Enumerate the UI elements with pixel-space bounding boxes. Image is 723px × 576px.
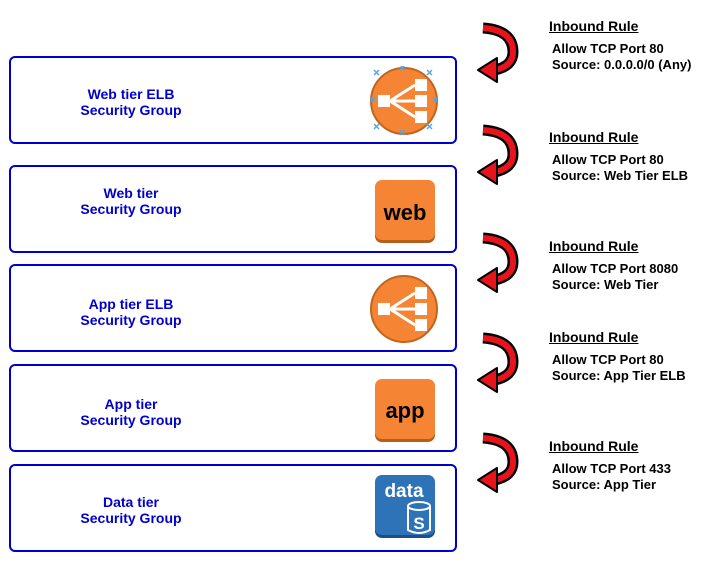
inbound-rule-app-elb: Inbound Rule Allow TCP Port 8080 Source:… [549,238,678,293]
rule-port: Allow TCP Port 80 [552,152,664,167]
rule-port: Allow TCP Port 8080 [552,261,679,276]
tier-name: Web tier ELB [87,86,175,102]
rule-title: Inbound Rule [549,329,639,345]
load-balancer-icon [369,66,439,136]
tier-name: App tier ELB [88,296,174,312]
tier-box-data: Data tier Security Group data S [9,464,457,552]
curved-arrow-icon [475,232,521,296]
tier-label-data: Data tier Security Group [41,494,221,526]
tier-label-web: Web tier Security Group [41,185,221,217]
tier-name: App tier [104,396,158,412]
web-server-icon: web [373,179,437,245]
app-icon-text: app [385,398,424,423]
inbound-rule-web-elb: Inbound Rule Allow TCP Port 80 Source: 0… [549,18,691,73]
rule-port: Allow TCP Port 80 [552,41,664,56]
inbound-rule-data: Inbound Rule Allow TCP Port 433 Source: … [549,438,671,493]
tier-box-app-elb: App tier ELB Security Group [9,264,457,352]
tier-subtitle: Security Group [80,201,182,217]
web-icon-text: web [383,200,427,225]
rule-source: Source: App Tier [552,477,657,492]
rule-source: Source: App Tier ELB [552,368,686,383]
tier-label-app-elb: App tier ELB Security Group [41,296,221,328]
tier-name: Data tier [102,494,160,510]
tier-box-web: Web tier Security Group web [9,165,457,253]
tier-subtitle: Security Group [80,510,182,526]
tier-name: Web tier [103,185,159,201]
rule-port: Allow TCP Port 433 [552,461,671,476]
tier-box-web-elb: Web tier ELB Security Group [9,56,457,144]
inbound-rule-app: Inbound Rule Allow TCP Port 80 Source: A… [549,329,686,384]
curved-arrow-icon [475,432,521,496]
rule-title: Inbound Rule [549,438,639,454]
app-server-icon: app [373,378,437,444]
curved-arrow-icon [475,22,521,86]
tier-box-app: App tier Security Group app [9,364,457,452]
rule-title: Inbound Rule [549,238,639,254]
tier-subtitle: Security Group [80,102,182,118]
rule-title: Inbound Rule [549,129,639,145]
rule-port: Allow TCP Port 80 [552,352,664,367]
inbound-rule-web: Inbound Rule Allow TCP Port 80 Source: W… [549,129,688,184]
rule-source: Source: Web Tier [552,277,659,292]
database-icon: data S [373,474,437,540]
rule-source: Source: 0.0.0.0/0 (Any) [552,57,692,72]
tier-label-web-elb: Web tier ELB Security Group [41,86,221,118]
tier-subtitle: Security Group [80,312,182,328]
load-balancer-icon [369,274,439,344]
rule-title: Inbound Rule [549,18,639,34]
tier-subtitle: Security Group [80,412,182,428]
data-icon-text: data [384,481,424,502]
curved-arrow-icon [475,332,521,396]
tier-label-app: App tier Security Group [41,396,221,428]
data-icon-subtext: S [413,514,424,533]
rule-source: Source: Web Tier ELB [552,168,689,183]
curved-arrow-icon [475,124,521,188]
